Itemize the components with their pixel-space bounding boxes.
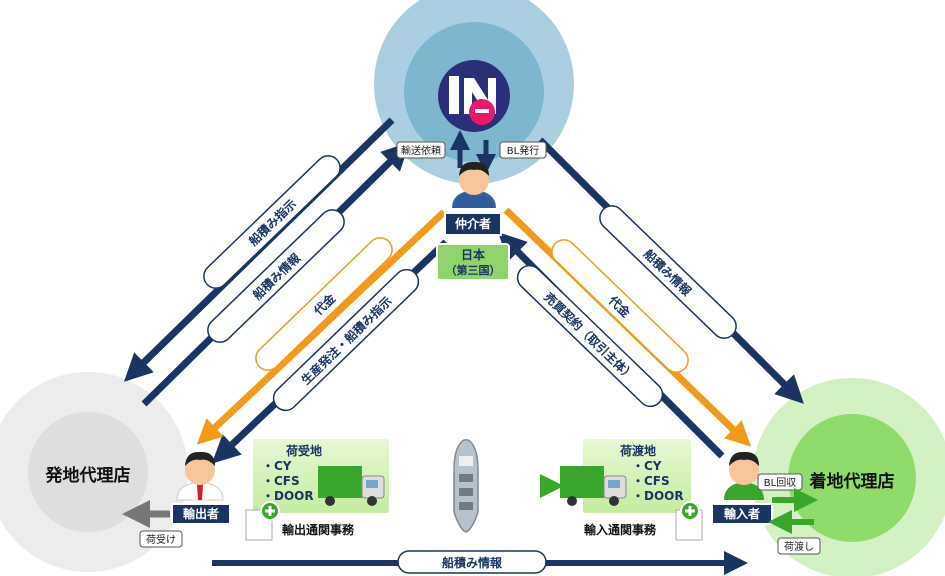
origin-box-item: ・CY (262, 459, 292, 473)
ship-icon (453, 439, 479, 533)
japan-line2-text: （第三国） (446, 263, 501, 277)
intermediary-text: 仲介者 (455, 216, 491, 231)
origin-box-item: ・CFS (262, 474, 300, 488)
exporter-label: 輸出者 (171, 503, 231, 525)
exporter-person-icon (176, 451, 224, 501)
japan-label: 日本 （第三国） (436, 243, 510, 281)
document-plus-icon (245, 501, 280, 541)
badge-bl-collect-text: BL回収 (764, 477, 796, 489)
badge-transport-request: 輸送依頼 (396, 141, 446, 159)
destination-agent-text: 着地代理店 (809, 471, 895, 492)
origin-box-item: ・DOOR (262, 489, 314, 503)
exporter-text: 輸出者 (183, 506, 219, 521)
badge-bl-issue-text: BL発行 (507, 144, 539, 157)
truck-icon (560, 466, 627, 506)
badge-bl-collect: BL回収 (757, 473, 803, 491)
import-customs-text: 輸入通関事務 (584, 522, 657, 537)
japan-line1-text: 日本 (461, 247, 485, 262)
badge-cargo-delivery-text: 荷渡し (784, 540, 814, 553)
badge-cargo-delivery: 荷渡し (777, 537, 821, 555)
origin-box-title: 荷受地 (285, 443, 322, 458)
orange-arrow-left (196, 209, 447, 445)
document-plus-icon (675, 501, 703, 541)
dest-box-item: ・DOOR (632, 489, 684, 503)
dest-box-item: ・CY (632, 459, 662, 473)
destination-agent-circle (752, 378, 945, 576)
badge-bl-issue: BL発行 (499, 141, 547, 159)
badge-transport-request-text: 輸送依頼 (401, 144, 441, 157)
badge-cargo-receive: 荷受け (139, 530, 183, 548)
dest-box-item: ・CFS (632, 474, 670, 488)
ine-logo-icon (438, 60, 510, 132)
intermediary-label: 仲介者 (444, 212, 502, 236)
export-customs-text: 輸出通関事務 (282, 522, 355, 537)
badge-cargo-receive-text: 荷受け (146, 534, 176, 546)
label-loading-info-bottom-text: 船積み情報 (442, 555, 503, 570)
importer-text: 輸入者 (724, 506, 760, 521)
origin-agent-text: 発地代理店 (45, 465, 131, 486)
dest-box: 荷渡地 ・CY ・CFS ・DOOR (581, 437, 693, 515)
dest-box-title: 荷渡地 (619, 443, 656, 458)
label-loading-info-bottom: 船積み情報 (397, 550, 547, 574)
truck-icon (318, 466, 385, 506)
intermediary-person-icon (452, 161, 496, 208)
importer-person-icon (724, 451, 764, 500)
importer-label: 輸入者 (711, 503, 773, 525)
